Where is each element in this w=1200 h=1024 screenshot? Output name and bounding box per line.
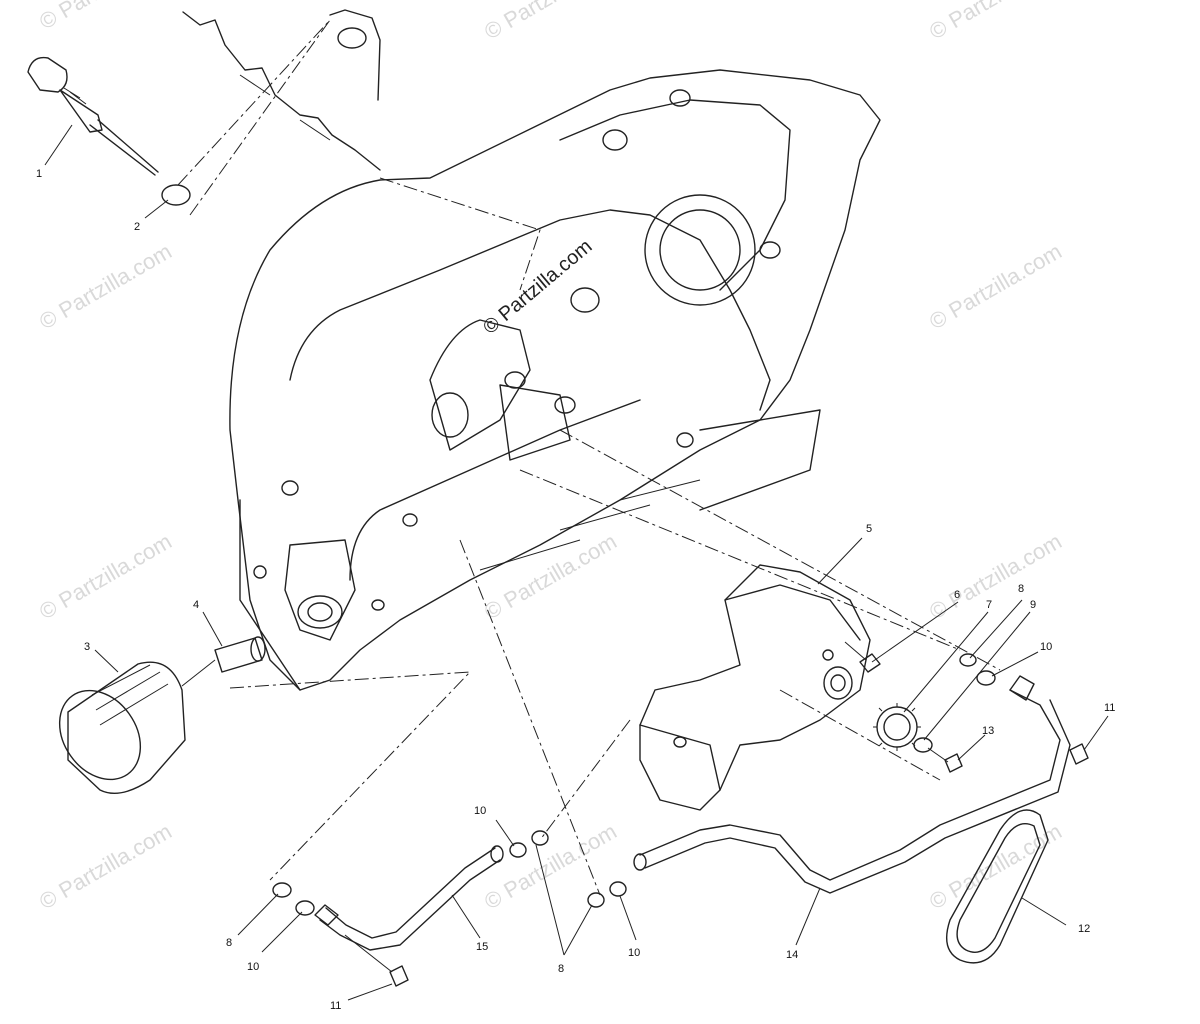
center-watermark: © Partzilla.com [479, 235, 596, 338]
part-label-14: 14 [786, 949, 798, 961]
part-label-8: 8 [226, 937, 232, 949]
part-label-10: 10 [474, 805, 486, 817]
washer [913, 737, 933, 753]
oil-line [633, 675, 1071, 894]
bolt [927, 747, 963, 773]
watermark-text: © Partzilla.com [35, 0, 176, 34]
part-label-5: 5 [866, 523, 872, 535]
part-label-8: 8 [558, 963, 564, 975]
part-label-10: 10 [628, 947, 640, 959]
part-label-11: 11 [1104, 702, 1115, 714]
part-label-3: 3 [84, 641, 90, 653]
washer [609, 881, 627, 897]
watermark-text: © Partzilla.com [35, 239, 176, 335]
bolt [844, 641, 881, 673]
part-label-13: 13 [982, 725, 994, 737]
watermark-text: © Partzilla.com [925, 0, 1066, 44]
crankcase [229, 69, 881, 691]
belt [946, 809, 1049, 964]
dipstick-guide [177, 19, 331, 186]
inset-crankcase-fragment [182, 9, 381, 171]
bolt [1069, 743, 1089, 765]
watermark-text: © Partzilla.com [480, 0, 621, 44]
part-label-11: 11 [330, 1000, 341, 1012]
part-label-9: 9 [1030, 599, 1036, 611]
oil-filter [58, 661, 186, 794]
dipstick [27, 56, 159, 176]
part-label-1: 1 [36, 168, 42, 180]
watermarks: © Partzilla.com © Partzilla.com © Partzi… [35, 0, 1066, 914]
part-label-7: 7 [986, 599, 992, 611]
washer [587, 892, 605, 908]
watermark-text: © Partzilla.com [480, 529, 621, 625]
part-label-2: 2 [134, 221, 140, 233]
o-ring [161, 184, 191, 206]
washer [509, 842, 527, 858]
bolt [344, 934, 409, 987]
part-label-10: 10 [247, 961, 259, 973]
washer [272, 882, 292, 898]
filter-fitting [181, 636, 266, 687]
washer [959, 653, 977, 667]
washer [976, 670, 996, 686]
oil-line [314, 845, 504, 951]
watermark-text: © Partzilla.com [35, 529, 176, 625]
watermark-text: © Partzilla.com [35, 819, 176, 915]
leader-lines [44, 124, 1109, 1001]
part-label-6: 6 [954, 589, 960, 601]
part-label-4: 4 [193, 599, 199, 611]
watermark-text: © Partzilla.com [925, 239, 1066, 335]
washer [531, 830, 549, 846]
oil-pump [639, 564, 871, 811]
washer [295, 900, 315, 916]
assembly-guides [229, 177, 1001, 896]
part-label-10: 10 [1040, 641, 1052, 653]
part-label-15: 15 [476, 941, 488, 953]
part-labels: 1 2 3 4 5 6 7 8 9 10 11 12 13 14 15 10 8… [36, 168, 1115, 1012]
dipstick-guide [189, 19, 331, 216]
watermark-text: © Partzilla.com [925, 819, 1066, 915]
part-label-8: 8 [1018, 583, 1024, 595]
part-label-12: 12 [1078, 923, 1090, 935]
